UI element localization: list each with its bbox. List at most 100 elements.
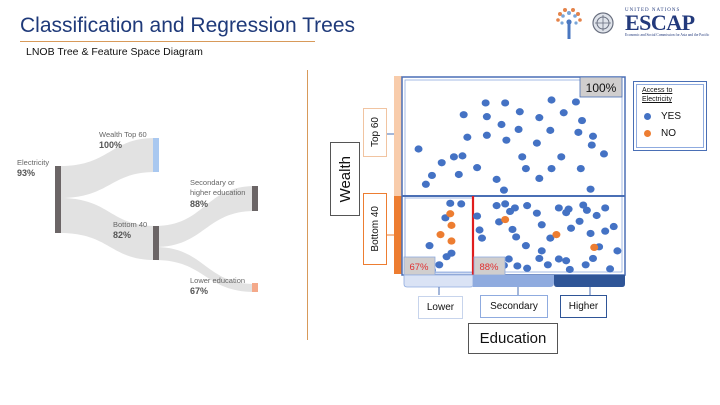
data-point-yes: [492, 175, 501, 183]
data-point-yes: [449, 153, 458, 161]
node-label-top60: Wealth Top 60: [99, 130, 147, 139]
data-point-yes: [535, 254, 544, 263]
data-point-yes: [589, 132, 597, 140]
data-point-yes: [473, 212, 482, 220]
data-point-yes: [571, 98, 580, 106]
un-emblem-icon: [592, 12, 614, 34]
data-point-no: [447, 221, 456, 229]
data-point-yes: [454, 170, 463, 179]
tree-people-icon: [556, 8, 582, 39]
region-value-top: 100%: [586, 81, 617, 95]
link-bottom40-secondary: [155, 186, 255, 247]
data-point-yes: [579, 201, 588, 209]
node-label-electricity: Electricity: [17, 158, 49, 167]
data-point-yes: [554, 204, 563, 212]
data-point-yes: [463, 133, 472, 141]
title-underline: [20, 41, 315, 42]
node-value-electricity: 93%: [17, 168, 35, 178]
data-point-yes: [601, 227, 610, 235]
page-title: Classification and Regression Trees: [20, 14, 355, 37]
data-point-yes: [481, 99, 490, 107]
data-point-yes: [518, 153, 527, 161]
education-group-secondary-box: Secondary: [480, 295, 548, 318]
data-point-yes: [523, 264, 532, 272]
data-point-yes: [575, 217, 584, 225]
education-bar-lower: [403, 274, 474, 288]
data-point-yes: [482, 113, 491, 121]
legend-label-no: NO: [661, 128, 676, 139]
data-point-yes: [565, 265, 574, 274]
data-point-yes: [532, 209, 541, 217]
node-value-bottom40: 82%: [113, 230, 131, 240]
data-point-no: [447, 237, 456, 245]
data-point-yes: [435, 261, 444, 269]
wealth-group-bottom40: Bottom 40: [369, 206, 381, 252]
region-value-badge-top: [579, 76, 623, 98]
legend-title: Access to Electricity: [642, 86, 672, 104]
data-point-yes: [586, 229, 595, 238]
wealth-group-top60-box: Top 60: [363, 108, 387, 157]
education-group-secondary: Secondary: [490, 301, 538, 312]
data-point-yes: [559, 109, 568, 117]
wealth-axis-title-box: Wealth: [330, 142, 360, 216]
data-point-yes: [609, 222, 618, 231]
node-label-lower: Lower education: [190, 276, 245, 285]
data-point-yes: [512, 233, 521, 241]
data-point-yes: [459, 111, 468, 119]
data-point-no: [501, 215, 510, 224]
wealth-group-top60: Top 60: [369, 117, 381, 148]
data-point-yes: [437, 159, 446, 167]
data-point-yes: [499, 186, 508, 194]
data-point-yes: [425, 242, 434, 250]
wealth-bar-top60: [394, 76, 402, 205]
wealth-bar-bottom40: [394, 196, 402, 274]
legend-title-line2: Electricity: [642, 96, 672, 103]
data-point-yes: [508, 225, 517, 234]
data-point-yes: [504, 255, 513, 263]
wealth-group-bottom40-box: Bottom 40: [363, 193, 387, 265]
data-point-yes: [578, 116, 587, 125]
data-point-yes: [576, 165, 585, 173]
data-point-no: [552, 231, 561, 239]
data-point-yes: [582, 206, 591, 214]
link-root-top60: [60, 138, 155, 198]
data-point-no: [446, 210, 455, 218]
data-point-yes: [482, 131, 491, 139]
data-point-yes: [514, 125, 523, 133]
node-value-lower: 67%: [190, 286, 208, 296]
data-point-yes: [547, 165, 556, 173]
data-point-yes: [442, 253, 451, 261]
feature-space-diagram: 100% 67% 88%: [387, 76, 626, 295]
data-point-yes: [535, 174, 544, 182]
data-point-yes: [475, 226, 484, 234]
data-point-yes: [546, 126, 555, 134]
data-point-yes: [501, 200, 510, 208]
data-point-yes: [513, 262, 522, 270]
data-point-yes: [477, 234, 486, 242]
wealth-axis-title: Wealth: [336, 155, 354, 203]
data-point-yes: [457, 200, 466, 208]
data-point-yes: [497, 120, 506, 129]
node-value-secondary: 88%: [190, 199, 208, 209]
node-bar-lower: [252, 283, 258, 292]
section-divider: [307, 70, 308, 340]
logo-name: ESCAP: [625, 10, 695, 35]
education-axis-title: Education: [479, 330, 547, 347]
no-dot-icon: [644, 130, 651, 137]
data-point-yes: [458, 152, 467, 160]
data-point-yes: [586, 185, 595, 193]
legend-item-yes: YES: [644, 111, 681, 122]
data-point-yes: [592, 211, 601, 220]
data-point-no: [436, 231, 445, 239]
decision-tree-sankey: Electricity 93% Wealth Top 60 100% Botto…: [17, 130, 258, 296]
data-point-yes: [521, 165, 530, 173]
data-point-yes: [567, 224, 576, 232]
data-point-yes: [581, 261, 590, 269]
logo-tagline: Economic and Social Commission for Asia …: [625, 33, 710, 37]
data-point-yes: [564, 205, 573, 213]
data-point-yes: [599, 150, 608, 158]
node-label-secondary-2: higher education: [190, 188, 245, 197]
data-point-yes: [427, 171, 436, 180]
legend: Access to Electricity YES NO: [633, 81, 707, 151]
education-group-lower: Lower: [426, 302, 455, 313]
